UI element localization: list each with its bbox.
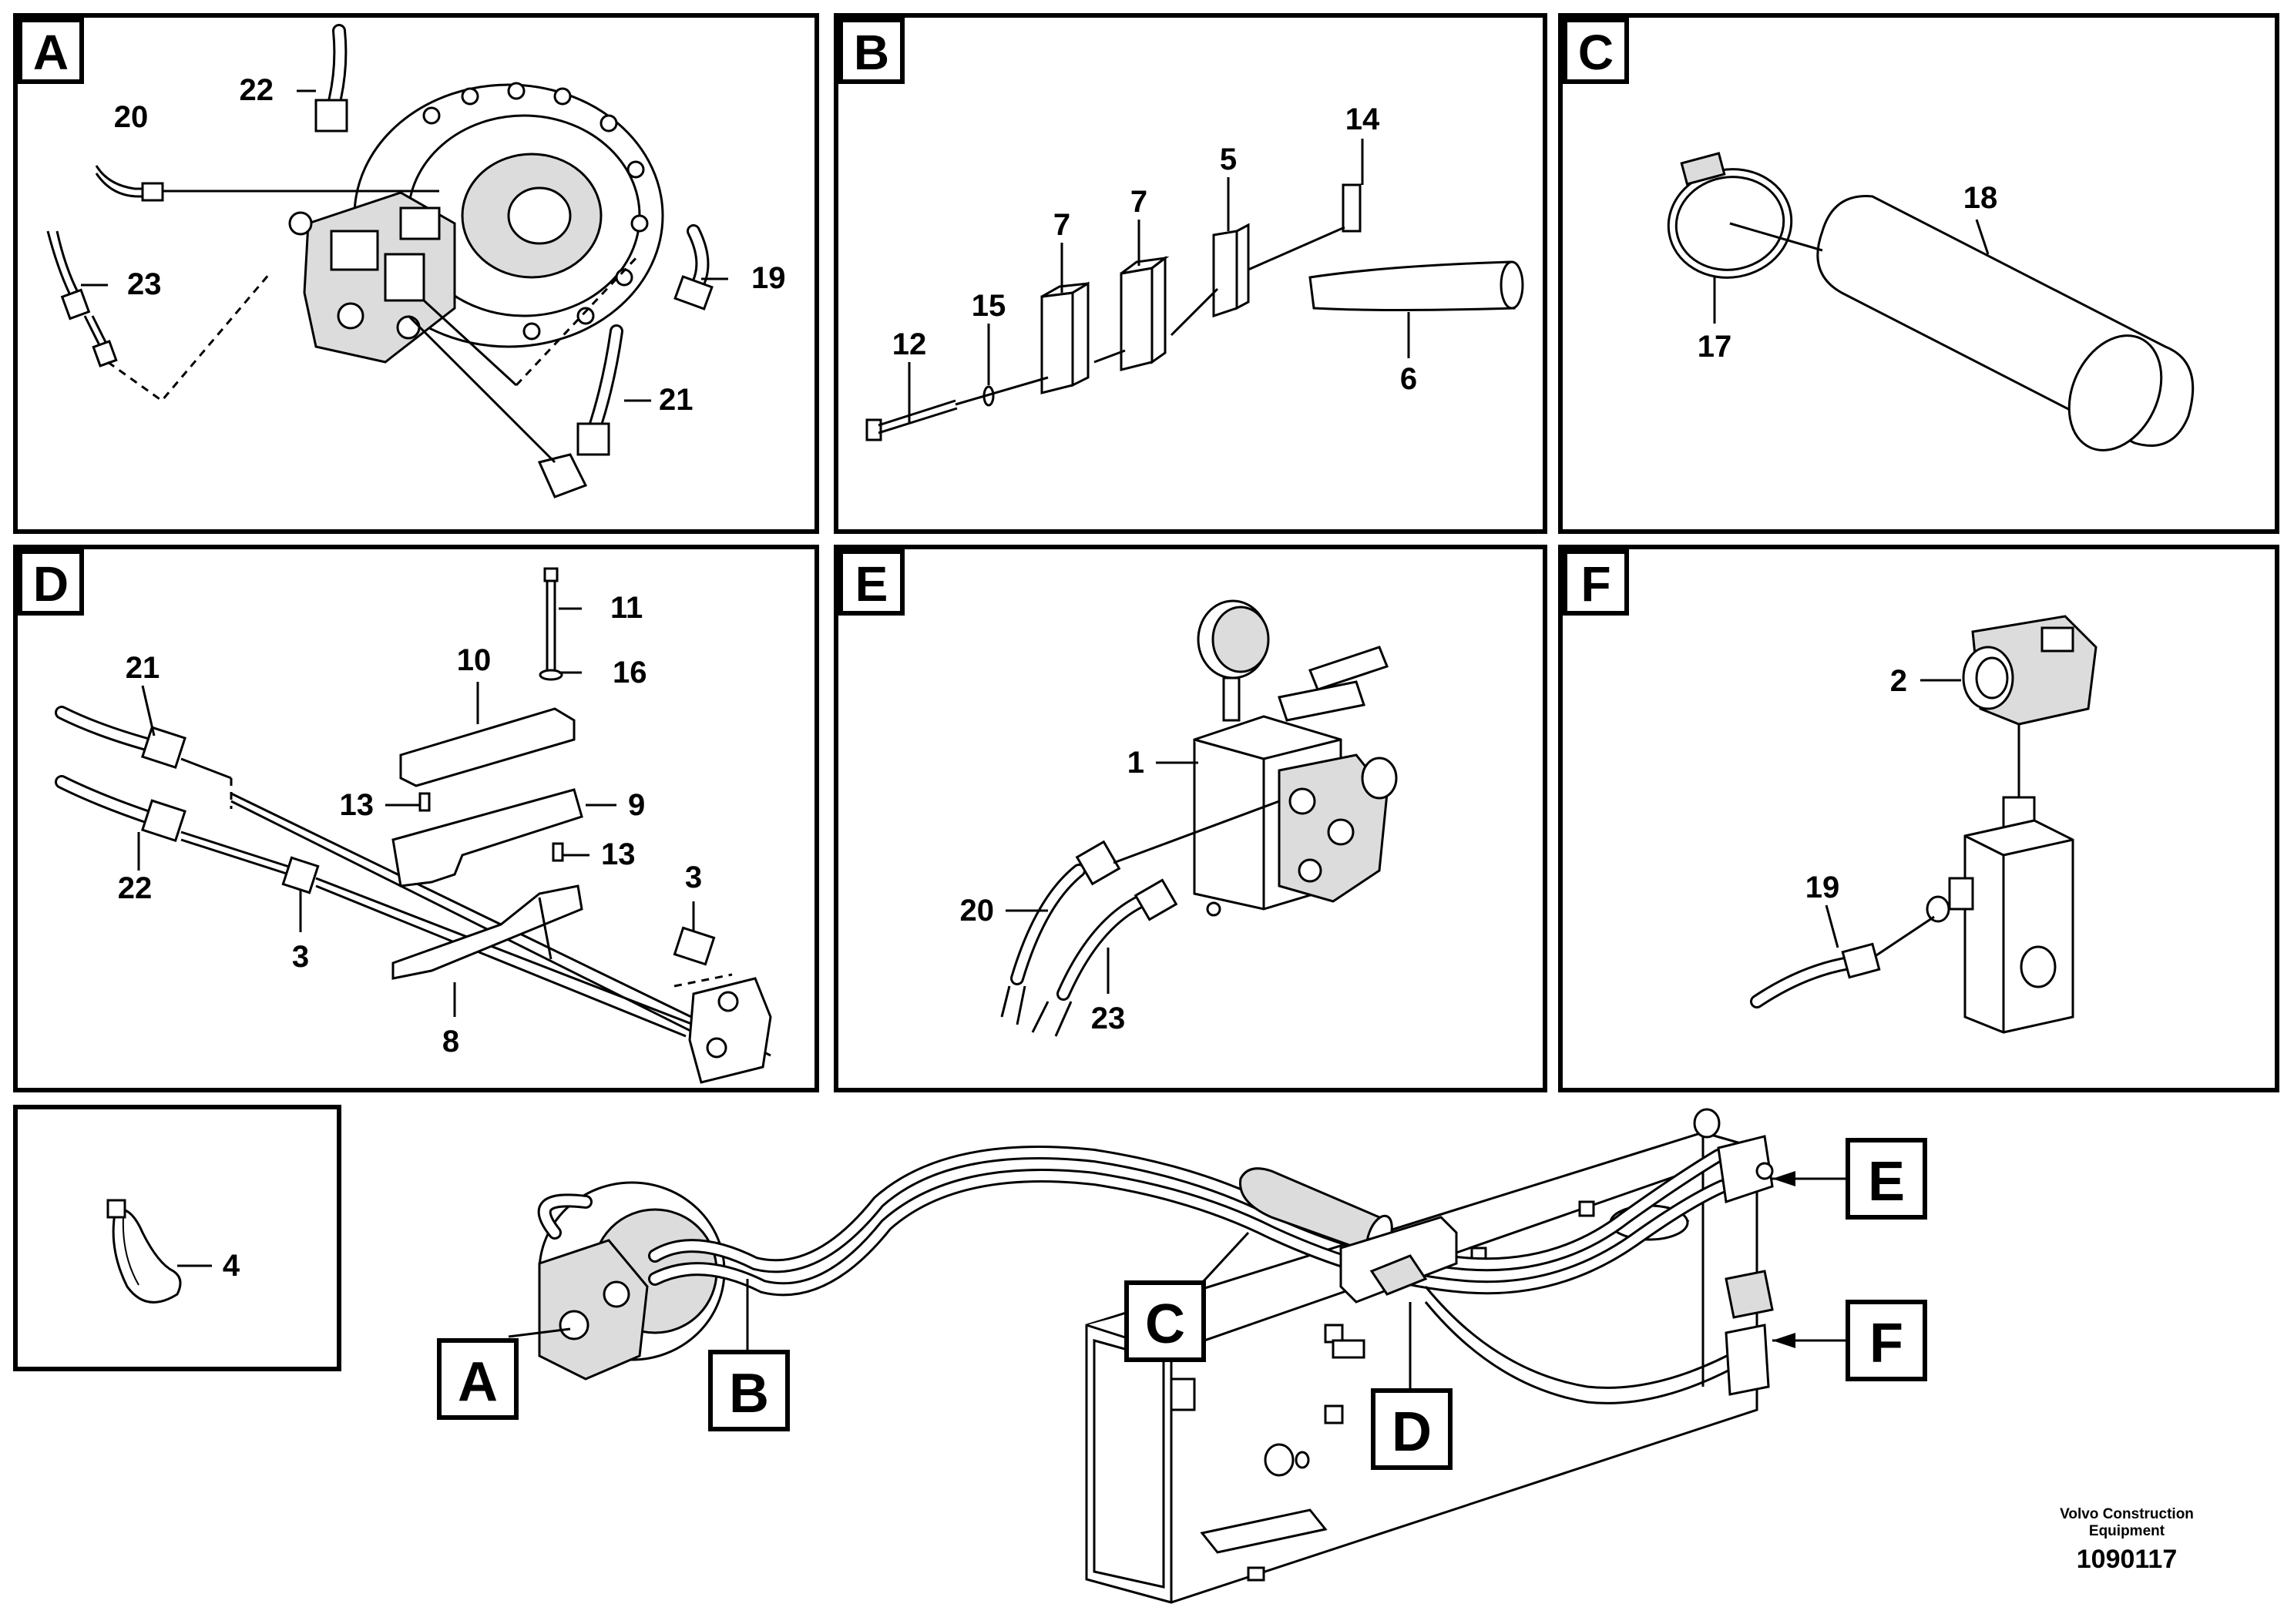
panel-f-letter: F: [1580, 556, 1611, 612]
overview-callout-a: A: [437, 1327, 571, 1420]
company-line-2: Equipment: [2088, 1523, 2165, 1539]
sensor-and-valve-drawing: [1750, 615, 2098, 1034]
panel-e-letter-box: [838, 549, 905, 616]
panel-b-label-7-left: 7: [1053, 208, 1070, 242]
overview-assembly: A B C D E F: [437, 1108, 1927, 1604]
company-line-1: Volvo Construction: [2060, 1506, 2194, 1522]
panel-cable-tie: 4: [13, 1105, 341, 1371]
panel-a-label-20: 20: [114, 100, 149, 134]
panel-e-frame: [834, 545, 1547, 1092]
overview-callout-a-letter: A: [458, 1351, 498, 1413]
panel-e: E: [834, 545, 1547, 1092]
overview-valve-block: [1693, 1108, 1774, 1203]
hose-22-fitting: [314, 99, 348, 133]
panel-a-label-19: 19: [751, 261, 786, 295]
panel-f: F 2 19: [1558, 545, 2279, 1092]
panel-c: C 18 17: [1558, 13, 2279, 534]
panel-a-letter-box: [18, 18, 84, 84]
panel-f-letter-box: [1563, 549, 1629, 616]
panel-d-label-10: 10: [457, 643, 492, 677]
panel-f-label-2: 2: [1890, 664, 1907, 698]
panel-d-label-8: 8: [442, 1025, 459, 1059]
drawing-number: 1090117: [2076, 1545, 2178, 1574]
overview-hose-bundle: [537, 1146, 1742, 1404]
panel-d-letter: D: [33, 556, 69, 612]
panel-d-label-3-right: 3: [685, 861, 702, 894]
panel-f-leaders: [1825, 679, 1961, 948]
panel-b-label-15: 15: [972, 289, 1006, 323]
panel-b-letter: B: [854, 25, 889, 80]
panel-e-label-20: 20: [960, 894, 995, 928]
panel-a-leaders: [81, 89, 728, 464]
panel-b-label-6: 6: [1400, 362, 1417, 396]
panel-a-letter: A: [33, 25, 69, 80]
overview-callout-b: B: [708, 1279, 790, 1431]
panel-b-letter-box: [838, 18, 905, 84]
company-name: Volvo Construction Equipment: [2034, 1506, 2219, 1540]
panel-c-letter-box: [1563, 18, 1629, 84]
hose-clamp-assembly-drawing: [865, 183, 1524, 441]
overview-callout-f: F: [1772, 1300, 1927, 1381]
panel-d-label-13-left: 13: [340, 788, 374, 822]
panel-c-letter: C: [1578, 25, 1614, 80]
panel-d-label-13-right: 13: [601, 837, 636, 871]
panel-a-label-22: 22: [240, 73, 274, 107]
panel-e-label-23: 23: [1091, 1002, 1126, 1035]
panel-d-label-11: 11: [610, 591, 643, 625]
valve-block-with-gauge-drawing: [1000, 599, 1398, 1037]
panel-cable-tie-label-4: 4: [223, 1249, 240, 1283]
panel-b-label-7-right: 7: [1130, 185, 1147, 219]
panel-c-label-18: 18: [1963, 181, 1998, 215]
panel-b-label-5: 5: [1220, 143, 1237, 176]
panel-e-label-1: 1: [1127, 746, 1144, 780]
panel-e-leaders: [1006, 761, 1280, 994]
panel-d-label-3-left: 3: [292, 940, 309, 974]
panel-b-label-14: 14: [1345, 102, 1380, 136]
overview-callout-f-letter: F: [1869, 1313, 1903, 1374]
panel-a-label-23: 23: [127, 267, 162, 301]
panel-cable-tie-frame: [13, 1105, 341, 1371]
panel-d-letter-box: [18, 549, 84, 616]
panel-d: D: [13, 545, 819, 1092]
panel-a: A: [13, 13, 819, 534]
overview-callout-e: E: [1772, 1138, 1927, 1220]
panel-d-label-21: 21: [126, 651, 160, 685]
panel-d-label-9: 9: [628, 788, 645, 822]
overview-travel-motor: [538, 1181, 726, 1381]
panel-a-label-21: 21: [659, 383, 694, 417]
overview-callout-e-letter: E: [1868, 1151, 1905, 1213]
panel-b-leaders: [908, 139, 1410, 424]
overview-callout-d-letter: D: [1392, 1401, 1432, 1463]
panel-c-label-17: 17: [1698, 330, 1732, 364]
overview-hose-bracket: [1339, 1216, 1458, 1304]
travel-motor-drawing: [288, 82, 664, 364]
panel-b: B: [834, 13, 1547, 534]
panel-d-label-16: 16: [613, 656, 647, 690]
panel-f-label-19: 19: [1805, 871, 1840, 904]
panel-d-label-22: 22: [118, 871, 153, 905]
panel-a-hoses: [46, 24, 714, 498]
overview-callout-d: D: [1371, 1302, 1453, 1470]
panel-d-leaders: [137, 607, 695, 1017]
overview-sensor: [1725, 1270, 1774, 1396]
panel-f-frame: [1558, 545, 2279, 1092]
overview-callout-c-letter: C: [1145, 1293, 1185, 1355]
overview-callout-b-letter: B: [729, 1363, 769, 1424]
panel-b-label-12: 12: [892, 327, 927, 361]
overview-callout-c: C: [1124, 1231, 1250, 1362]
hose-bracket-drawing: [55, 567, 772, 1084]
panel-e-letter: E: [855, 556, 888, 612]
cable-tie-drawing: [106, 1199, 212, 1304]
panel-c-leaders: [1713, 219, 1990, 324]
